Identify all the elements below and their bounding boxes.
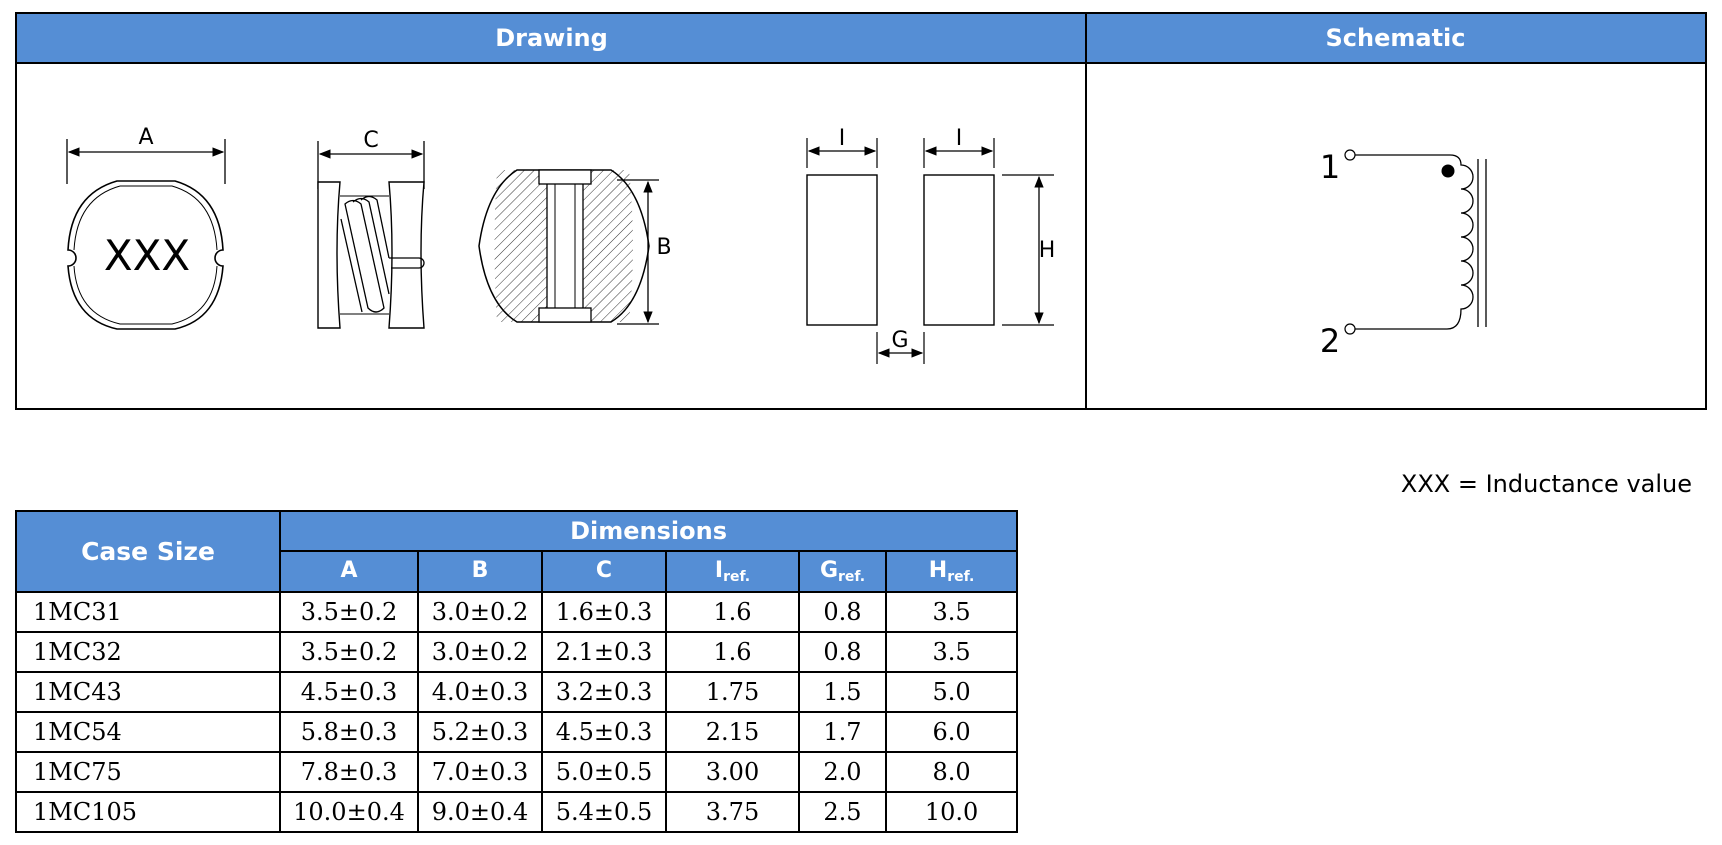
- value-cell: 0.8: [798, 631, 887, 673]
- table-row: 1MC31 3.5±0.2 3.0±0.2 1.6±0.3 1.6 0.8 3.…: [15, 591, 1019, 633]
- pin-1-label: 1: [1320, 148, 1340, 186]
- dimensions-table: Case Size Dimensions A B C Iref. Gref. H…: [15, 510, 1019, 833]
- value-cell: 7.0±0.3: [417, 751, 543, 793]
- column-header-g-ref: Gref.: [798, 550, 887, 593]
- value-cell: 1.6: [665, 591, 800, 633]
- case-size-header: Case Size: [15, 510, 281, 593]
- case-cell: 1MC105: [15, 791, 281, 833]
- value-cell: 1.75: [665, 671, 800, 713]
- value-cell: 8.0: [884, 751, 1019, 793]
- pin-2-label: 2: [1320, 322, 1340, 360]
- value-cell: 3.0±0.2: [417, 631, 543, 673]
- inductor-schematic: 1 2: [1320, 148, 1487, 360]
- case-cell: 1MC43: [15, 671, 281, 713]
- value-cell: 2.0: [798, 751, 887, 793]
- value-cell: 1.6: [665, 631, 800, 673]
- value-cell: 1.5: [798, 671, 887, 713]
- value-cell: 3.2±0.3: [541, 671, 667, 713]
- value-cell: 5.2±0.3: [417, 711, 543, 753]
- value-cell: 7.8±0.3: [279, 751, 419, 793]
- value-cell: 3.0±0.2: [417, 591, 543, 633]
- column-header-c: C: [541, 550, 667, 593]
- case-cell: 1MC75: [15, 751, 281, 793]
- panel-divider: [1085, 14, 1087, 408]
- section-view: B: [478, 169, 672, 325]
- value-cell: 5.8±0.3: [279, 711, 419, 753]
- schematic-header: Schematic: [1086, 14, 1705, 64]
- drawing-area: A XXX C: [66, 125, 1487, 364]
- dim-label-b: B: [656, 235, 671, 260]
- value-cell: 2.15: [665, 711, 800, 753]
- top-view: A XXX: [66, 125, 226, 330]
- dim-label-g: G: [891, 328, 908, 353]
- value-cell: 3.5: [884, 631, 1019, 673]
- value-cell: 9.0±0.4: [417, 791, 543, 833]
- marking-legend: XXX = Inductance value: [1400, 470, 1692, 498]
- value-cell: 3.5±0.2: [279, 631, 419, 673]
- marking-text: XXX: [104, 231, 190, 280]
- value-cell: 10.0: [884, 791, 1019, 833]
- value-cell: 1.6±0.3: [541, 591, 667, 633]
- value-cell: 5.0: [884, 671, 1019, 713]
- dim-label-i-right: I: [956, 126, 963, 151]
- column-header-b: B: [417, 550, 543, 593]
- value-cell: 0.8: [798, 591, 887, 633]
- value-cell: 4.5±0.3: [541, 711, 667, 753]
- value-cell: 3.75: [665, 791, 800, 833]
- case-cell: 1MC32: [15, 631, 281, 673]
- table-row: 1MC105 10.0±0.4 9.0±0.4 5.4±0.5 3.75 2.5…: [15, 791, 1019, 833]
- footprint-view: I I G H: [806, 126, 1056, 364]
- value-cell: 4.5±0.3: [279, 671, 419, 713]
- value-cell: 3.00: [665, 751, 800, 793]
- drawing-header: Drawing: [17, 14, 1086, 64]
- value-cell: 2.5: [798, 791, 887, 833]
- case-cell: 1MC54: [15, 711, 281, 753]
- table-row: 1MC54 5.8±0.3 5.2±0.3 4.5±0.3 2.15 1.7 6…: [15, 711, 1019, 753]
- value-cell: 2.1±0.3: [541, 631, 667, 673]
- dim-label-a: A: [138, 125, 153, 150]
- value-cell: 6.0: [884, 711, 1019, 753]
- value-cell: 10.0±0.4: [279, 791, 419, 833]
- drawing-schematic-panel: Drawing Schematic A XXX: [15, 12, 1707, 410]
- value-cell: 5.4±0.5: [541, 791, 667, 833]
- value-cell: 3.5±0.2: [279, 591, 419, 633]
- dimensions-header: Dimensions: [278, 510, 1019, 552]
- table-row: 1MC43 4.5±0.3 4.0±0.3 3.2±0.3 1.75 1.5 5…: [15, 671, 1019, 713]
- dim-label-i-left: I: [839, 126, 846, 151]
- value-cell: 3.5: [884, 591, 1019, 633]
- dim-label-c: C: [363, 128, 378, 153]
- column-header-h-ref: Href.: [884, 550, 1019, 593]
- column-header-a: A: [279, 550, 419, 593]
- case-cell: 1MC31: [15, 591, 281, 633]
- polarity-dot: [1441, 164, 1455, 178]
- table-row: 1MC75 7.8±0.3 7.0±0.3 5.0±0.5 3.00 2.0 8…: [15, 751, 1019, 793]
- value-cell: 5.0±0.5: [541, 751, 667, 793]
- value-cell: 1.7: [798, 711, 887, 753]
- dim-label-h: H: [1039, 238, 1056, 263]
- table-row: 1MC32 3.5±0.2 3.0±0.2 2.1±0.3 1.6 0.8 3.…: [15, 631, 1019, 673]
- side-view: C: [317, 128, 425, 329]
- value-cell: 4.0±0.3: [417, 671, 543, 713]
- column-header-i-ref: Iref.: [665, 550, 800, 593]
